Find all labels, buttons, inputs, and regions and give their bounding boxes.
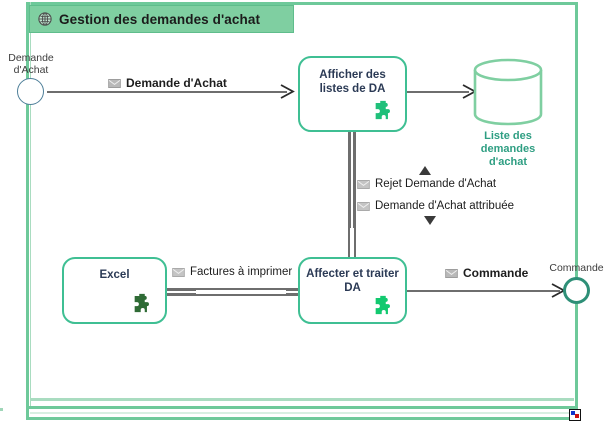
connector-excel-to-affecter-top: [164, 288, 298, 291]
arrowhead-to-afficher: [280, 84, 295, 99]
task-affecter-traiter-da[interactable]: Affecter et traiter DA: [298, 257, 407, 324]
task-label-line1: Affecter et traiter: [306, 268, 399, 280]
connector-afficher-to-affecter-right: [353, 128, 356, 258]
puzzle-icon: [375, 295, 390, 315]
task-afficher-listes-da[interactable]: Afficher des listes de DA: [298, 56, 407, 132]
pool-inner-divider: [30, 2, 31, 420]
flow-label-factures-imprimer[interactable]: Factures à imprimer: [172, 266, 292, 278]
message-icon: [357, 201, 370, 211]
flow-label-demande-achat[interactable]: Demande d'Achat: [108, 76, 227, 90]
task-label-line1: Excel: [99, 269, 130, 281]
task-label-line1: Afficher des: [319, 69, 386, 81]
end-event-commande[interactable]: [563, 277, 590, 304]
puzzle-icon: [375, 100, 390, 120]
message-icon: [172, 267, 185, 277]
resize-handle[interactable]: [569, 409, 581, 421]
task-label-line2: DA: [344, 282, 361, 294]
flow-label-text: Factures à imprimer: [190, 266, 293, 278]
message-icon: [445, 268, 458, 278]
datastore-label-line1: Liste des: [484, 130, 532, 142]
datastore-liste-demandes-achat[interactable]: [472, 57, 544, 127]
flow-label-text: Demande d'Achat attribuée: [375, 200, 515, 212]
connector-affecter-to-end: [407, 290, 560, 292]
datastore-label-line2: demandes: [480, 143, 536, 155]
pool-bottom-divider: [30, 398, 574, 401]
flow-label-rejet-da[interactable]: Rejet Demande d'Achat: [357, 178, 496, 190]
flow-label-text: Commande: [463, 266, 529, 280]
flow-label-da-attribuee[interactable]: Demande d'Achat attribuée: [357, 200, 514, 212]
task-excel[interactable]: Excel: [62, 257, 167, 324]
connector-start-to-afficher: [47, 91, 287, 93]
pool-header[interactable]: Gestion des demandes d'achat: [29, 5, 294, 33]
flow-label-text: Rejet Demande d'Achat: [375, 178, 497, 190]
start-event-demande-achat[interactable]: [17, 78, 44, 105]
connector-afficher-to-datastore: [407, 91, 469, 93]
flow-label-commande[interactable]: Commande: [445, 266, 528, 280]
connector-excel-gap-mask: [196, 290, 286, 294]
flow-direction-down-arrow: [424, 216, 436, 225]
connector-excel-to-affecter-bottom: [164, 293, 298, 296]
end-event-label: Commande: [549, 262, 604, 274]
start-event-label-line1: Demande: [8, 52, 54, 64]
globe-icon: [38, 12, 52, 26]
pool-footer-lane[interactable]: [26, 406, 578, 420]
start-event-label-line2: d'Achat: [13, 64, 49, 76]
flow-label-text: Demande d'Achat: [126, 76, 227, 90]
puzzle-icon: [134, 293, 149, 313]
flow-direction-up-arrow: [419, 166, 431, 175]
connector-gap-mask: [350, 228, 354, 258]
datastore-label-line3: d'achat: [488, 156, 528, 168]
canvas-marker: [0, 408, 3, 411]
pool-title: Gestion des demandes d'achat: [59, 11, 261, 27]
message-icon: [357, 179, 370, 189]
message-icon: [108, 78, 121, 88]
task-label-line2: listes de DA: [319, 83, 386, 95]
connector-afficher-to-affecter-left: [348, 128, 351, 258]
